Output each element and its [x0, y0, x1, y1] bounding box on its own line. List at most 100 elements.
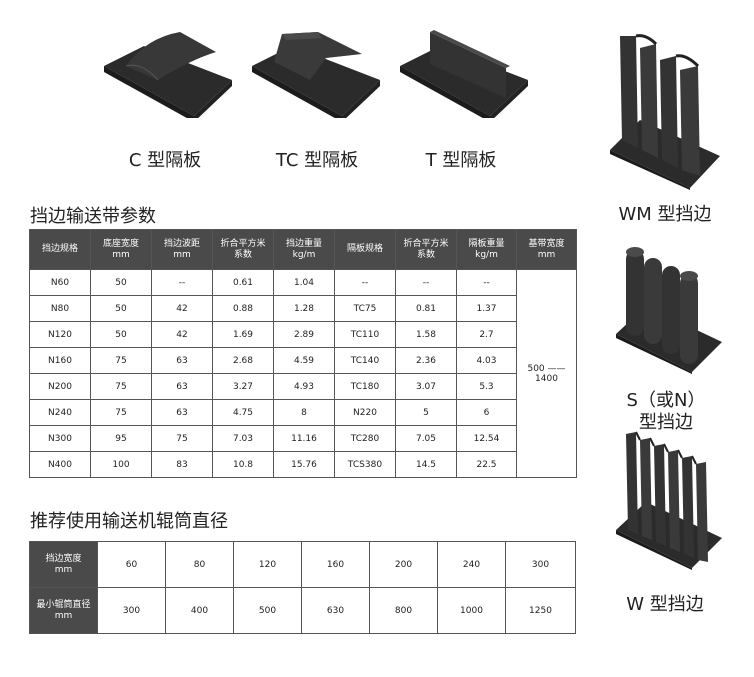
col-header-cleat-coef: 折合平方米系数	[395, 229, 457, 270]
cell: 6	[456, 399, 517, 426]
cell: TC280	[334, 425, 396, 452]
cell: 400	[165, 587, 234, 634]
cell: 2.89	[273, 321, 335, 348]
cell: N80	[29, 295, 91, 322]
col-header-sidewall-coef: 折合平方米系数	[212, 229, 274, 270]
t-type-partition-image	[400, 30, 528, 118]
cell: 14.5	[395, 451, 457, 478]
cell: 800	[369, 587, 438, 634]
cell: 5	[395, 399, 457, 426]
cell: 83	[151, 451, 213, 478]
cell: 7.03	[212, 425, 274, 452]
cell: 63	[151, 373, 213, 400]
cell: 15.76	[273, 451, 335, 478]
cell: 5.3	[456, 373, 517, 400]
cell: TC110	[334, 321, 396, 348]
cell: 100	[90, 451, 152, 478]
cell: 8	[273, 399, 335, 426]
cell: 1.37	[456, 295, 517, 322]
cell: N120	[29, 321, 91, 348]
base-width-range-cell: 500 ——1400	[516, 269, 577, 478]
cell: 160	[301, 541, 370, 588]
s-type-caption-line1: S（或N）	[626, 390, 706, 411]
c-type-partition-image	[104, 32, 232, 118]
cell: 630	[301, 587, 370, 634]
cell: 0.81	[395, 295, 457, 322]
cell: 4.59	[273, 347, 335, 374]
cell: TC75	[334, 295, 396, 322]
cell: 75	[90, 373, 152, 400]
cell: 12.54	[456, 425, 517, 452]
cell: --	[456, 269, 517, 296]
cell: N160	[29, 347, 91, 374]
cell: 1250	[505, 587, 576, 634]
cell: 0.61	[212, 269, 274, 296]
wm-type-caption: WM 型挡边	[618, 204, 712, 225]
cell: 2.7	[456, 321, 517, 348]
cell: 500	[233, 587, 302, 634]
cell: 1.28	[273, 295, 335, 322]
roller-section-title: 推荐使用输送机辊筒直径	[30, 511, 228, 532]
cell: 300	[505, 541, 576, 588]
cell: N400	[29, 451, 91, 478]
tc-type-partition-image	[252, 32, 380, 118]
cell: 2.68	[212, 347, 274, 374]
cell: TC180	[334, 373, 396, 400]
cell: 0.88	[212, 295, 274, 322]
cell: N240	[29, 399, 91, 426]
cell: N60	[29, 269, 91, 296]
cell: 2.36	[395, 347, 457, 374]
cell: 7.05	[395, 425, 457, 452]
cell: 1.04	[273, 269, 335, 296]
cell: 4.93	[273, 373, 335, 400]
w-type-sidewall-image	[616, 431, 722, 570]
cell: 50	[90, 269, 152, 296]
cell: N300	[29, 425, 91, 452]
cell: N220	[334, 399, 396, 426]
cell: 60	[97, 541, 166, 588]
params-section-title: 挡边输送带参数	[30, 206, 156, 227]
cell: 3.27	[212, 373, 274, 400]
cell: 63	[151, 347, 213, 374]
cell: 80	[165, 541, 234, 588]
cell: TC140	[334, 347, 396, 374]
c-type-caption: C 型隔板	[128, 150, 202, 171]
s-type-caption-line2: 型挡边	[639, 412, 693, 433]
cell: 1000	[437, 587, 506, 634]
cell: --	[334, 269, 396, 296]
cell: 75	[90, 347, 152, 374]
cell: 42	[151, 321, 213, 348]
cell: 75	[151, 425, 213, 452]
cell: 4.75	[212, 399, 274, 426]
cell: 1.58	[395, 321, 457, 348]
cell: 75	[90, 399, 152, 426]
cell: N200	[29, 373, 91, 400]
cell: 1.69	[212, 321, 274, 348]
cell: --	[151, 269, 213, 296]
cell: --	[395, 269, 457, 296]
tc-type-caption: TC 型隔板	[275, 150, 359, 171]
cell: 95	[90, 425, 152, 452]
cell: 42	[151, 295, 213, 322]
s-type-sidewall-image	[616, 247, 722, 374]
cell: 120	[233, 541, 302, 588]
cell: 4.03	[456, 347, 517, 374]
